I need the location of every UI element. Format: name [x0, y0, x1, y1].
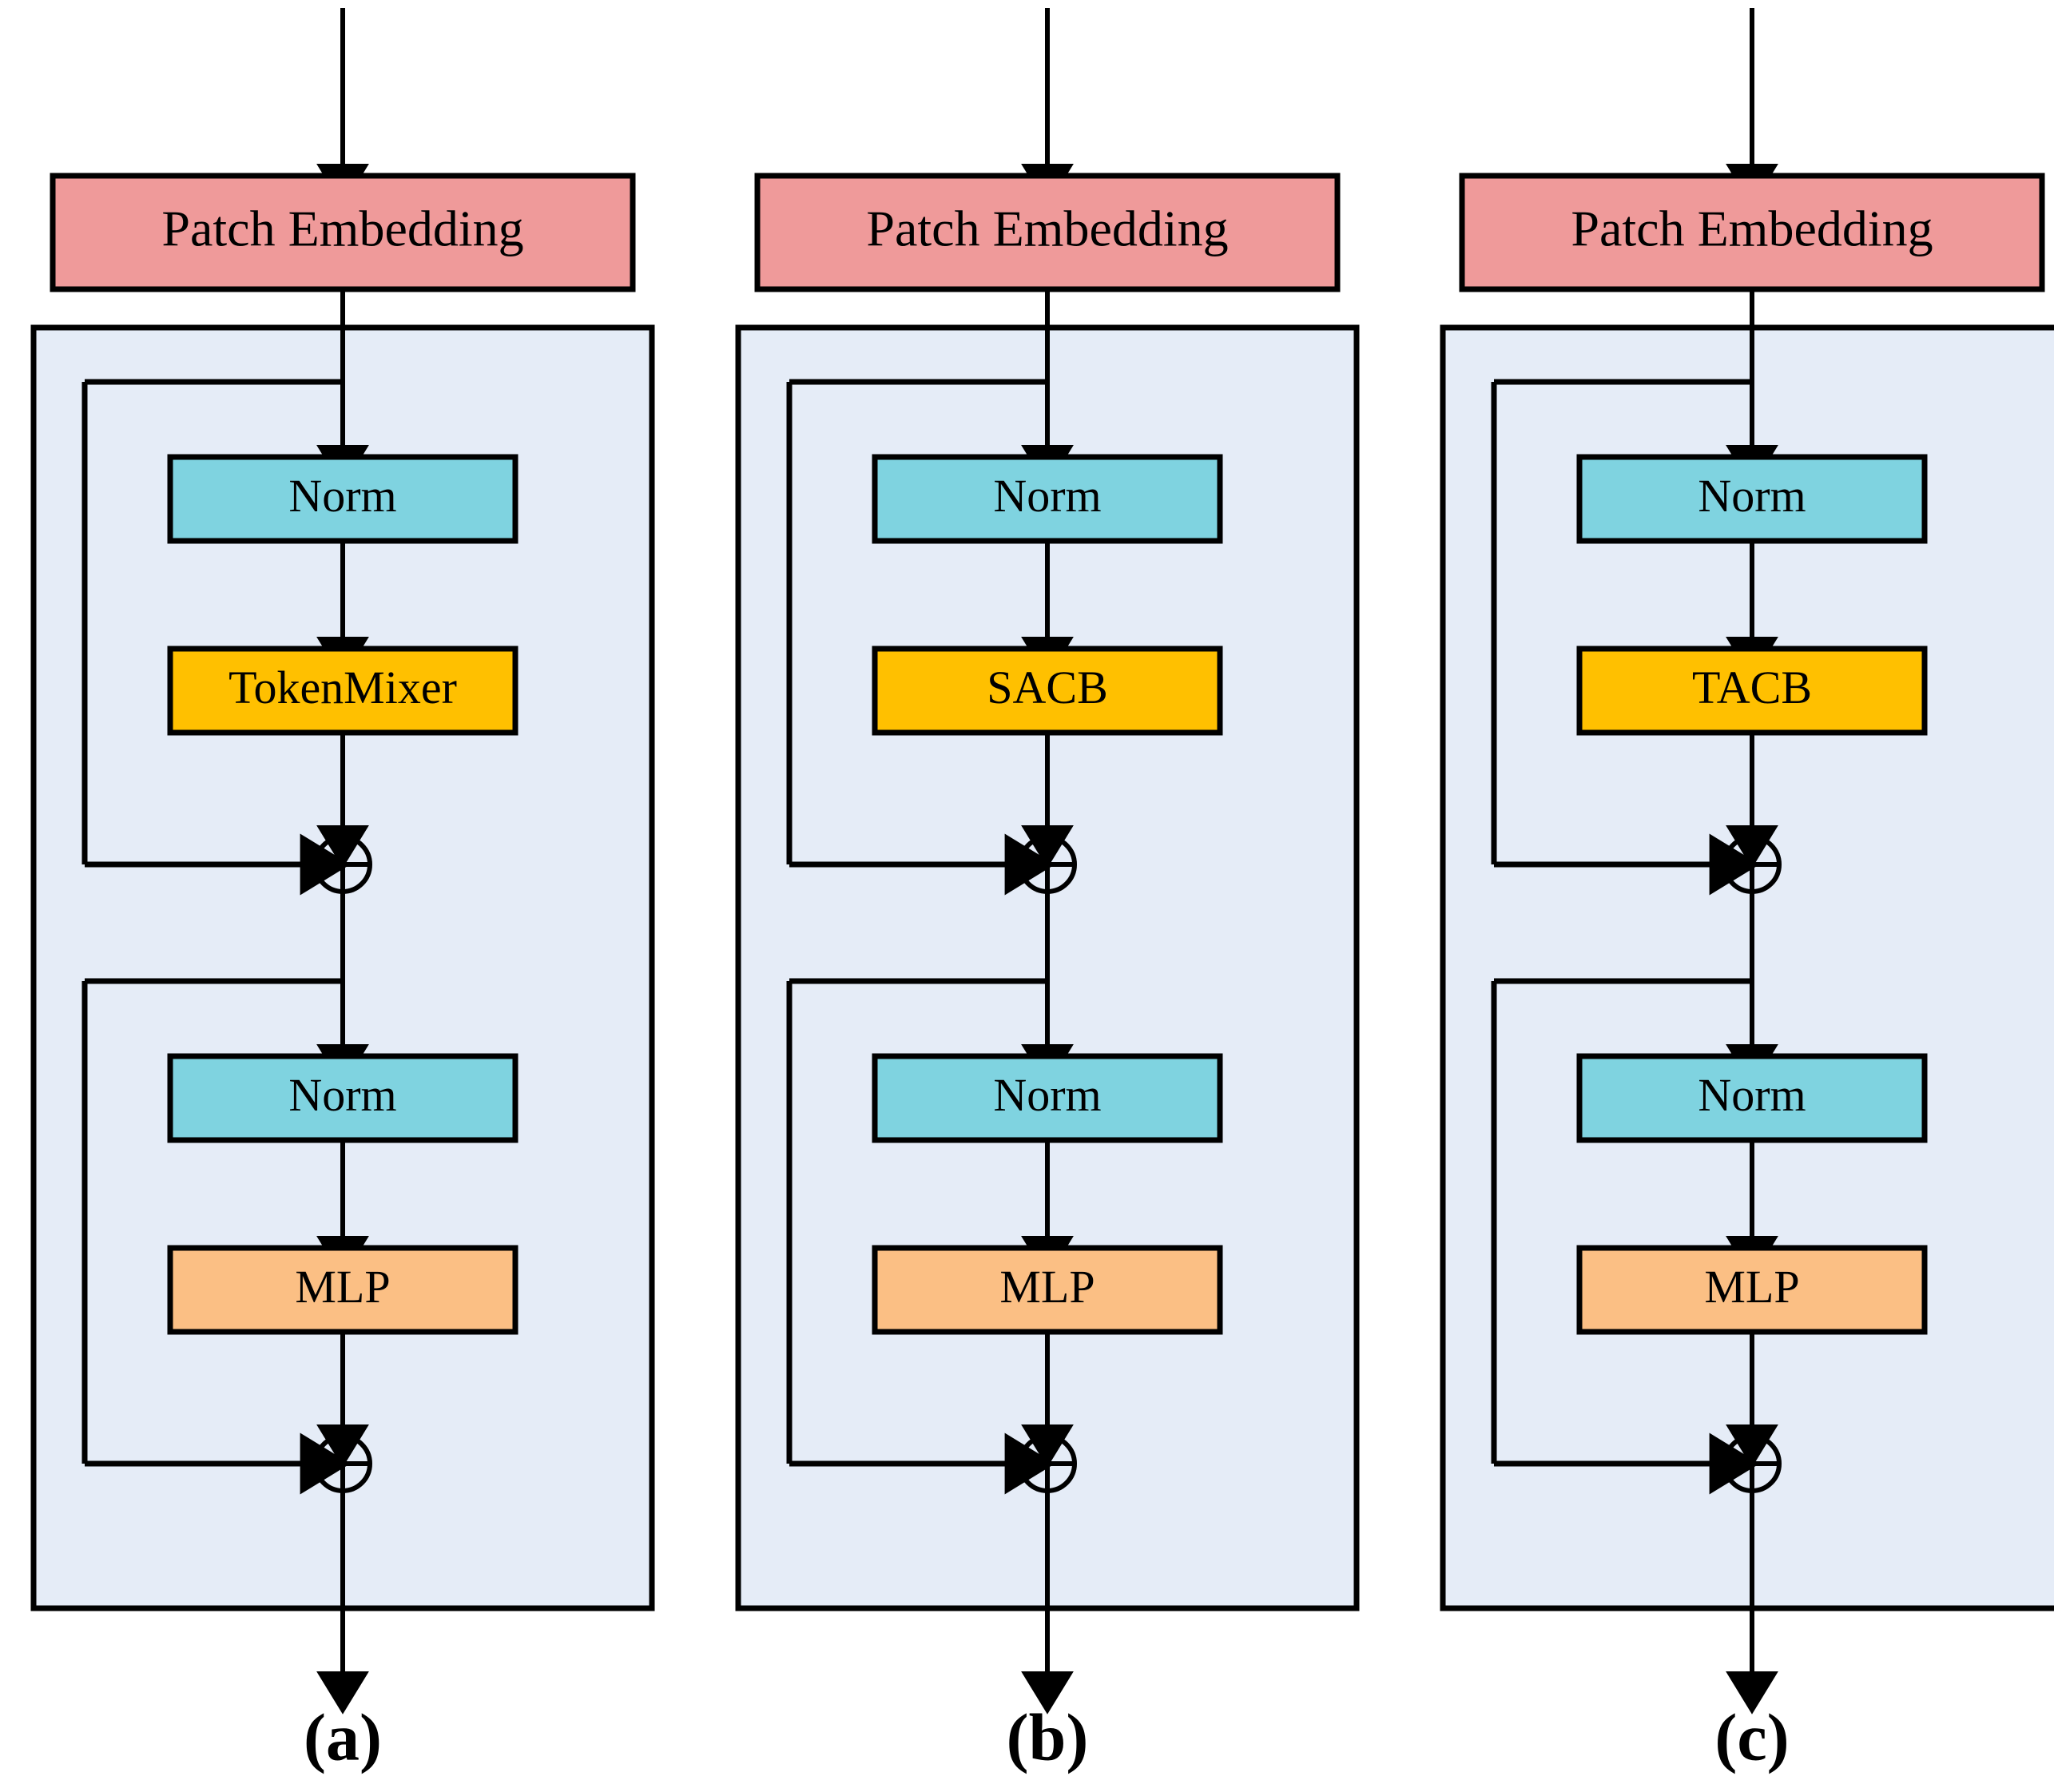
mixer-box-b	[872, 646, 1223, 736]
panel-label-b: (b)	[1007, 1701, 1089, 1775]
patch-embedding-label-c: Patch Embedding	[1571, 201, 1933, 257]
patch-embedding-label-a: Patch Embedding	[161, 201, 523, 257]
mlp-label-a: MLP	[295, 1261, 390, 1313]
norm2-box-b	[872, 1053, 1223, 1143]
norm2-label-a: Norm	[288, 1069, 396, 1121]
norm1-label-c: Norm	[1698, 470, 1806, 522]
mlp-box-c	[1576, 1245, 1928, 1335]
norm2-box-c	[1576, 1053, 1928, 1143]
norm2-label-b: Norm	[993, 1069, 1101, 1121]
norm2-label-c: Norm	[1698, 1069, 1806, 1121]
panel-label-a: (a)	[304, 1701, 382, 1775]
patch-embedding-label-b: Patch Embedding	[866, 201, 1228, 257]
mixer-box-c	[1576, 646, 1928, 736]
mixer-label-b: SACB	[987, 662, 1108, 713]
mlp-box-a	[167, 1245, 518, 1335]
panel-label-c: (c)	[1714, 1701, 1789, 1775]
patch-embedding-box-a	[50, 173, 636, 292]
norm1-label-a: Norm	[288, 470, 396, 522]
mixer-label-c: TACB	[1692, 662, 1812, 713]
patch-embedding-box-c	[1459, 173, 2045, 292]
norm2-box-a	[167, 1053, 518, 1143]
mlp-label-c: MLP	[1704, 1261, 1799, 1313]
mlp-box-b	[872, 1245, 1223, 1335]
norm1-box-a	[167, 454, 518, 544]
norm1-label-b: Norm	[993, 470, 1101, 522]
norm1-box-b	[872, 454, 1223, 544]
mlp-label-b: MLP	[999, 1261, 1095, 1313]
mixer-label-a: TokenMixer	[228, 662, 457, 713]
